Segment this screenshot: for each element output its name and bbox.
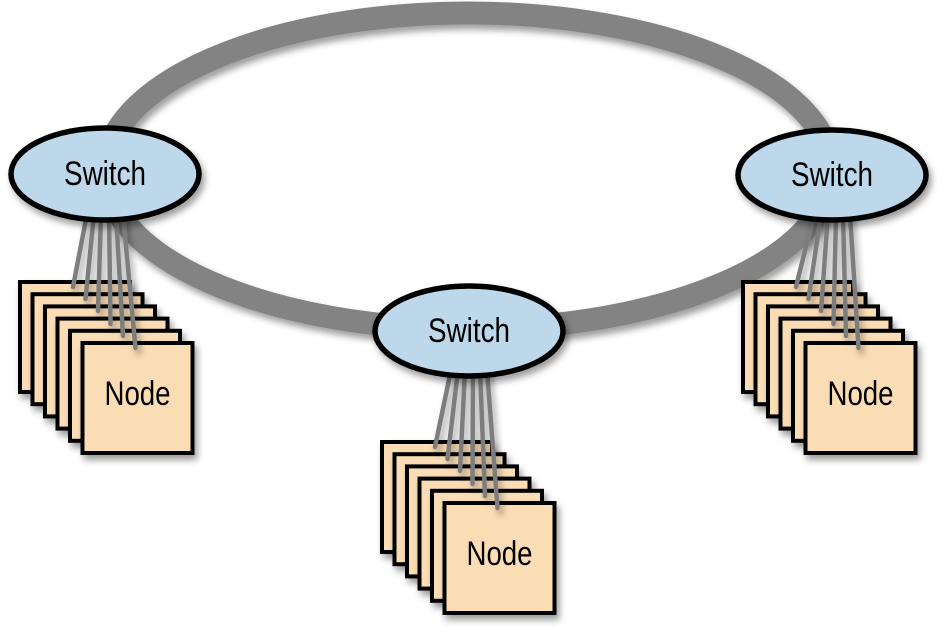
node-card: [442, 501, 557, 615]
switch-shape: [372, 283, 566, 379]
connector-line: [120, 211, 138, 351]
switch-label: Switch: [64, 155, 146, 193]
connector-line: [847, 211, 861, 351]
connector-line: [445, 367, 461, 462]
switch-label: Switch: [791, 156, 873, 194]
connector-line: [457, 367, 468, 474]
connector-line: [840, 211, 849, 339]
switch-shape: [735, 127, 929, 223]
connector-line: [83, 211, 97, 302]
connector-line: [106, 211, 113, 327]
connector-line: [70, 211, 90, 290]
ring-backbone: [93, 1, 843, 341]
connector-line: [432, 367, 454, 450]
connector-line: [477, 367, 488, 499]
node-label: Node: [105, 375, 171, 413]
cluster-left: Switch Node: [8, 125, 202, 455]
cluster-right: Switch Node: [735, 127, 929, 455]
connector-line: [831, 211, 839, 327]
connector-line: [113, 211, 126, 339]
switch-shape: [8, 125, 202, 223]
node-label: Node: [828, 375, 894, 413]
connector-line: [793, 211, 817, 290]
connector-line: [484, 367, 500, 511]
cluster-center: Switch Node: [372, 283, 566, 615]
switch-label: Switch: [428, 312, 510, 350]
node-card: [80, 341, 195, 455]
connector-line: [95, 211, 104, 314]
connector-line: [818, 211, 831, 314]
connector-line: [806, 211, 824, 302]
node-card: [803, 341, 918, 455]
node-label: Node: [467, 535, 533, 573]
connector-line: [470, 367, 476, 487]
